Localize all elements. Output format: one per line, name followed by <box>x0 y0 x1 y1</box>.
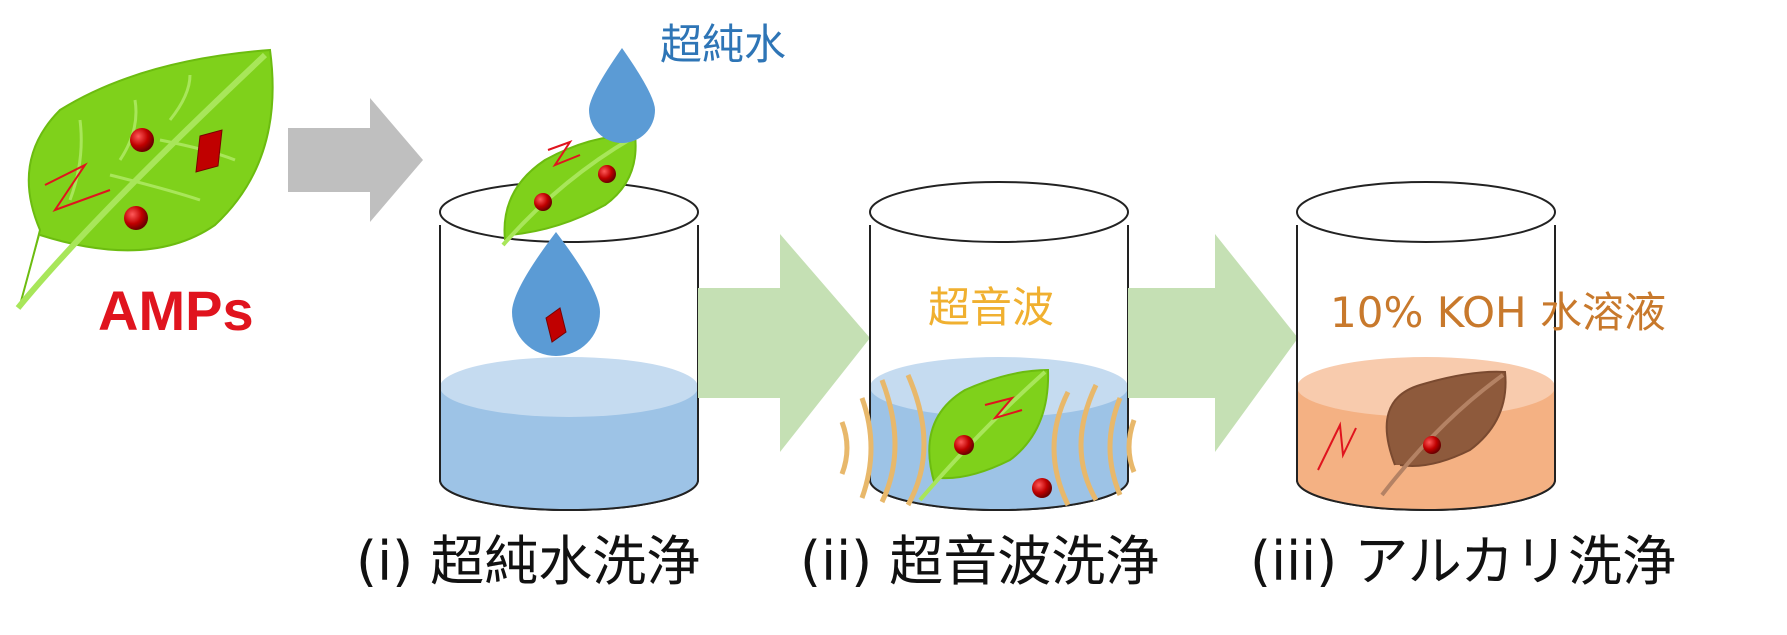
particle-dot <box>124 206 148 230</box>
leaf-in-water-icon <box>918 368 1052 502</box>
pure-water-label: 超純水 <box>660 20 787 69</box>
water-drop-with-fragment-icon <box>512 232 600 356</box>
small-leaf-icon <box>501 133 637 247</box>
step-label-ultrasonic-wash: (ii) 超音波洗浄 <box>800 530 1160 593</box>
particle-dot <box>130 128 154 152</box>
grey-arrow-icon <box>288 98 423 222</box>
brown-leaf-icon <box>1317 370 1507 497</box>
ultrasonic-label: 超音波 <box>928 283 1055 332</box>
amps-label: AMPs <box>98 279 254 342</box>
koh-solution-label: 10% KOH 水溶液 <box>1330 288 1666 337</box>
step-label-alkali-wash: (iii) アルカリ洗浄 <box>1250 530 1677 593</box>
particle-dot <box>598 165 616 183</box>
particle-dot <box>1032 478 1052 498</box>
green-arrow-icon <box>698 234 870 452</box>
amps-leaf-icon <box>15 48 274 310</box>
ultrasonic-wave-icon <box>839 373 1137 507</box>
step-label-pure-water-wash: (i) 超純水洗浄 <box>356 530 701 593</box>
particle-dot <box>534 193 552 211</box>
particle-fragment <box>545 307 567 343</box>
water-drop-icon <box>589 48 655 143</box>
particle-dot <box>954 435 974 455</box>
beaker-pure-water <box>439 181 699 511</box>
green-arrow-icon <box>1128 234 1298 452</box>
particle-fragment <box>195 129 223 173</box>
particle-dot <box>1423 436 1441 454</box>
